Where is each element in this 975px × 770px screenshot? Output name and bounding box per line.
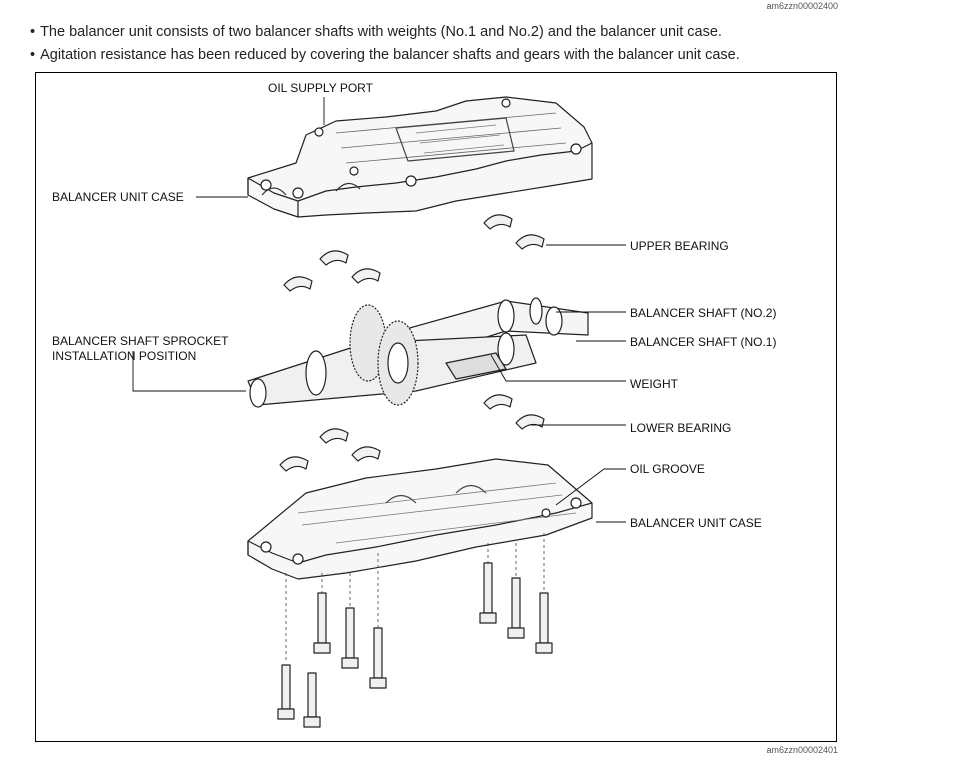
lower-case-drawing	[247, 458, 593, 580]
lower-bearings-drawing	[279, 394, 545, 472]
label-balancer-unit-case-lower: BALANCER UNIT CASE	[630, 516, 762, 530]
image-id-top: am6zzn00002400	[766, 1, 838, 11]
bullet-text: The balancer unit consists of two balanc…	[40, 24, 722, 40]
label-balancer-shaft-no1: BALANCER SHAFT (NO.1)	[630, 335, 776, 349]
bullet-text: Agitation resistance has been reduced by…	[40, 47, 740, 63]
label-oil-groove: OIL GROOVE	[630, 462, 705, 476]
label-sprocket-line-1: BALANCER SHAFT SPROCKET	[52, 334, 229, 348]
bullet-item: The balancer unit consists of two balanc…	[30, 21, 740, 44]
upper-bearings-drawing	[283, 214, 545, 292]
label-sprocket-line-2: INSTALLATION POSITION	[52, 349, 196, 363]
bolts-drawing	[277, 533, 553, 728]
bullet-item: Agitation resistance has been reduced by…	[30, 44, 740, 67]
balancer-shafts-drawing	[247, 297, 589, 408]
balancer-unit-diagram: OIL SUPPLY PORT BALANCER UNIT CASE UPPER…	[35, 72, 837, 742]
label-weight: WEIGHT	[630, 377, 679, 391]
exploded-view-illustration: OIL SUPPLY PORT BALANCER UNIT CASE UPPER…	[52, 81, 776, 728]
upper-case-drawing	[247, 96, 593, 218]
description-bullets: The balancer unit consists of two balanc…	[30, 21, 740, 67]
image-id-bottom: am6zzn00002401	[766, 745, 838, 755]
label-upper-bearing: UPPER BEARING	[630, 239, 729, 253]
label-balancer-unit-case-upper: BALANCER UNIT CASE	[52, 190, 184, 204]
label-balancer-shaft-no2: BALANCER SHAFT (NO.2)	[630, 306, 776, 320]
label-lower-bearing: LOWER BEARING	[630, 421, 731, 435]
leader-lines	[132, 97, 626, 523]
label-oil-supply-port: OIL SUPPLY PORT	[268, 81, 374, 95]
